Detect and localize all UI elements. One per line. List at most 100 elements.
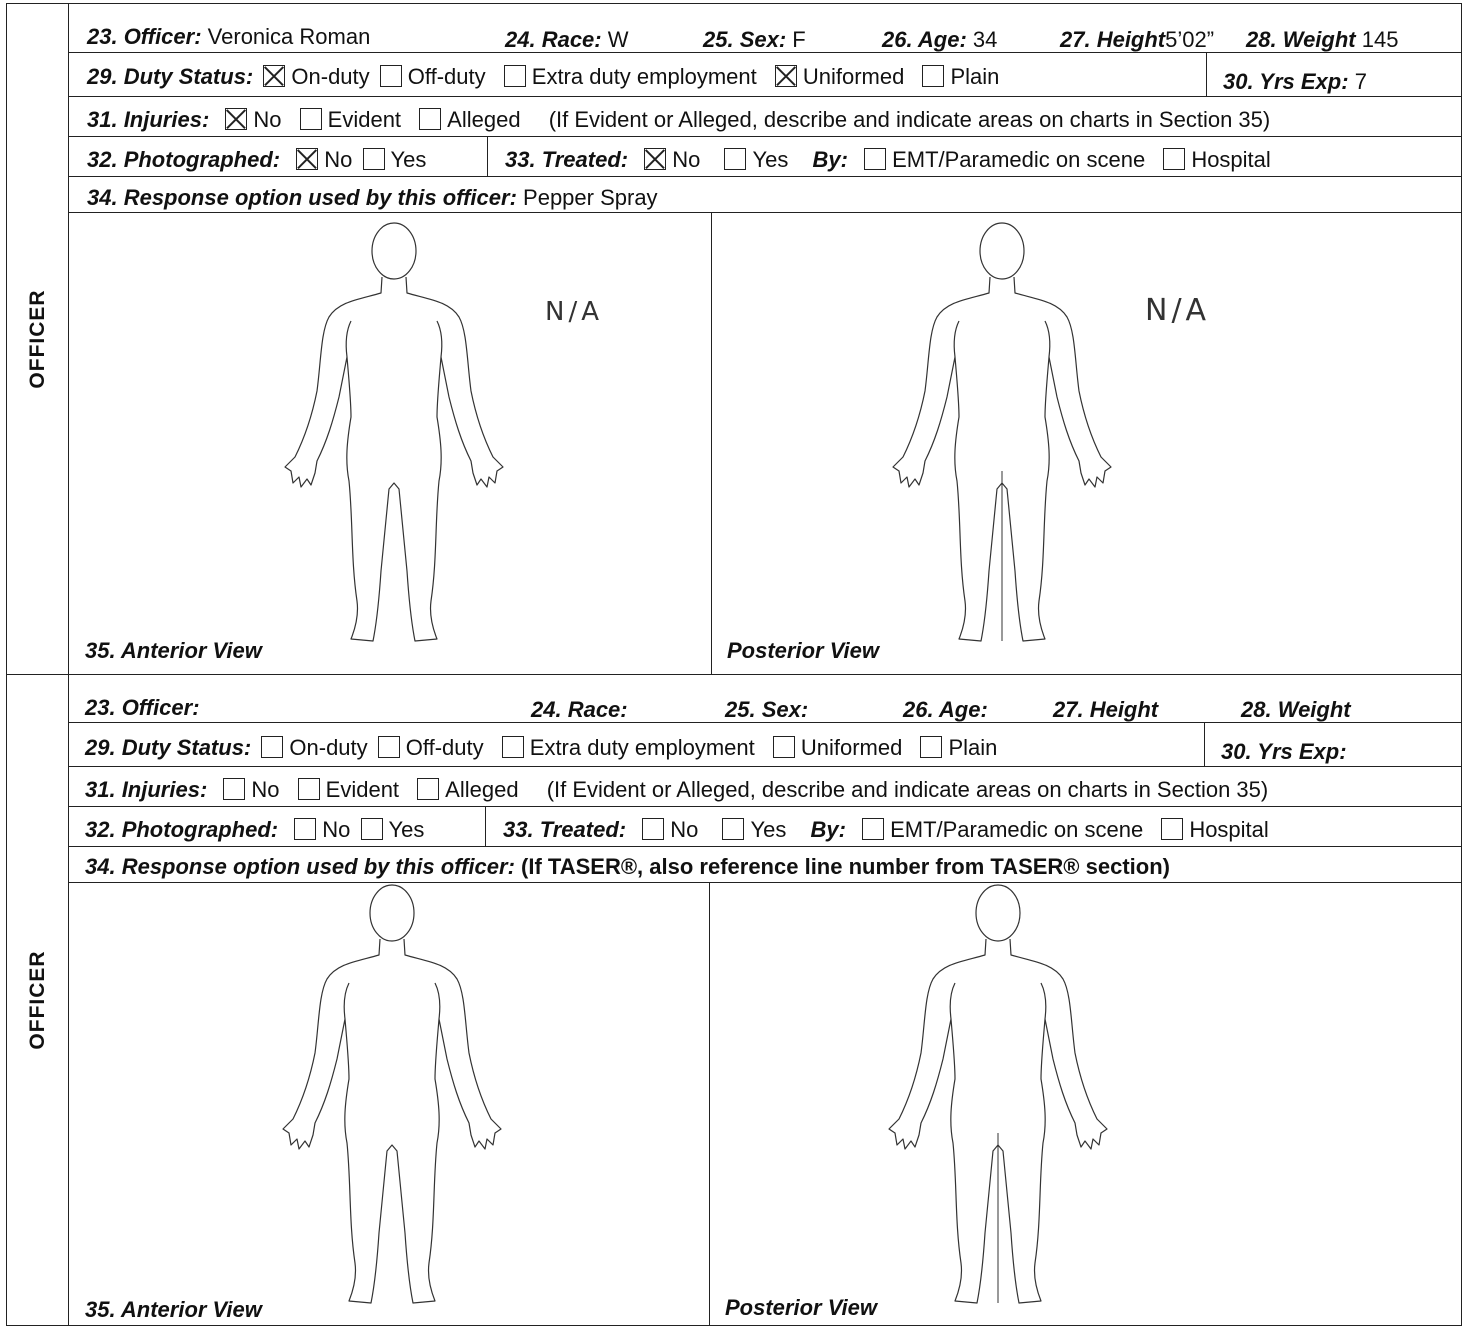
- weight-field[interactable]: 28. Weight: [1241, 699, 1351, 721]
- injuries-label: 31. Injuries:: [87, 107, 210, 132]
- height-label: 27. Height: [1060, 27, 1166, 52]
- sex-field[interactable]: 25. Sex: F: [703, 29, 806, 51]
- injuries-evident-label: Evident: [325, 777, 400, 802]
- photographed-no-checkbox[interactable]: [296, 148, 319, 170]
- yrs-exp-field[interactable]: 30. Yrs Exp: 7: [1223, 71, 1367, 93]
- sex-label: 25. Sex:: [725, 697, 809, 722]
- officer-side-label-box: OFFICER: [7, 4, 69, 674]
- treated-yes-checkbox[interactable]: [722, 818, 745, 840]
- height-field[interactable]: 27. Height: [1053, 699, 1158, 721]
- response-option-label: 34. Response option used by this officer…: [85, 854, 515, 879]
- weight-label: 28. Weight: [1241, 697, 1351, 722]
- anterior-view-panel[interactable]: 35. Anterior View: [69, 883, 710, 1325]
- race-value: W: [607, 27, 629, 52]
- uniformed-checkbox[interactable]: [774, 65, 797, 87]
- officer-side-label: OFFICER: [25, 950, 49, 1050]
- on-duty-checkbox[interactable]: [263, 65, 286, 87]
- duty-status-row: 29. Duty Status: On-duty Off-duty Extra …: [69, 53, 1461, 97]
- anterior-body-figure: [282, 884, 502, 1304]
- photographed-yes-label: Yes: [390, 147, 427, 172]
- photographed-no-label: No: [324, 147, 353, 172]
- officer-info-row: 23. Officer: Veronica Roman 24. Race: W …: [69, 4, 1461, 53]
- age-label: 26. Age:: [882, 27, 967, 52]
- plain-label: Plain: [950, 64, 1000, 89]
- treated-by-label: By:: [810, 817, 846, 842]
- off-duty-checkbox[interactable]: [379, 65, 402, 87]
- anterior-view-label: 35. Anterior View: [85, 1297, 262, 1322]
- plain-checkbox[interactable]: [920, 736, 943, 758]
- photographed-yes-checkbox[interactable]: [360, 818, 383, 840]
- row-divider: [1204, 723, 1205, 766]
- on-duty-label: On-duty: [291, 64, 370, 89]
- off-duty-checkbox[interactable]: [377, 736, 400, 758]
- emt-checkbox[interactable]: [862, 818, 885, 840]
- photo-treated-row: 32. Photographed: No Yes 33. Treated: No…: [69, 807, 1461, 847]
- photographed-no-checkbox[interactable]: [294, 818, 317, 840]
- injuries-evident-checkbox[interactable]: [299, 108, 322, 130]
- officer-name-field[interactable]: 23. Officer: Veronica Roman: [87, 26, 370, 48]
- age-field[interactable]: 26. Age: 34: [882, 29, 997, 51]
- height-label: 27. Height: [1053, 697, 1159, 722]
- officer-section-2: OFFICER 23. Officer: 24. Race: 25. Sex: …: [6, 674, 1462, 1326]
- posterior-view-panel[interactable]: N/A Posterior View: [711, 213, 1461, 674]
- injuries-note: (If Evident or Alleged, describe and ind…: [546, 777, 1269, 802]
- hospital-checkbox[interactable]: [1163, 148, 1186, 170]
- extra-duty-checkbox[interactable]: [501, 736, 524, 758]
- officer-label: 23. Officer:: [85, 695, 200, 720]
- treated-no-checkbox[interactable]: [642, 818, 665, 840]
- emt-label: EMT/Paramedic on scene: [892, 147, 1146, 172]
- race-label: 24. Race:: [505, 27, 602, 52]
- anterior-body-figure: [284, 222, 504, 642]
- officer-label: 23. Officer:: [87, 24, 202, 49]
- treated-no-checkbox[interactable]: [644, 148, 667, 170]
- injuries-no-checkbox[interactable]: [223, 778, 246, 800]
- age-field[interactable]: 26. Age:: [903, 699, 988, 721]
- officer-name-field[interactable]: 23. Officer:: [85, 697, 200, 719]
- injuries-group: 31. Injuries: No Evident Alleged (If Evi…: [87, 108, 1270, 131]
- injuries-alleged-label: Alleged: [445, 777, 519, 802]
- injuries-alleged-checkbox[interactable]: [419, 108, 442, 130]
- injuries-row: 31. Injuries: No Evident Alleged (If Evi…: [69, 97, 1461, 137]
- sex-value: F: [792, 27, 806, 52]
- posterior-view-panel[interactable]: Posterior View: [709, 883, 1461, 1325]
- duty-status-group: 29. Duty Status: On-duty Off-duty Extra …: [87, 65, 999, 88]
- injury-chart-area: N/A 35. Anterior View N/A Posterior View: [69, 213, 1461, 674]
- injuries-evident-checkbox[interactable]: [297, 778, 320, 800]
- on-duty-checkbox[interactable]: [261, 736, 284, 758]
- photographed-group: 32. Photographed: No Yes: [85, 818, 424, 841]
- uniformed-checkbox[interactable]: [772, 736, 795, 758]
- anterior-view-panel[interactable]: N/A 35. Anterior View: [69, 213, 712, 674]
- injuries-evident-label: Evident: [327, 107, 402, 132]
- sex-field[interactable]: 25. Sex:: [725, 699, 808, 721]
- yrs-exp-field[interactable]: 30. Yrs Exp:: [1221, 741, 1347, 763]
- extra-duty-checkbox[interactable]: [503, 65, 526, 87]
- injuries-alleged-checkbox[interactable]: [417, 778, 440, 800]
- weight-value: 145: [1361, 27, 1399, 52]
- emt-checkbox[interactable]: [864, 148, 887, 170]
- injuries-group: 31. Injuries: No Evident Alleged (If Evi…: [85, 778, 1268, 801]
- duty-status-row: 29. Duty Status: On-duty Off-duty Extra …: [69, 723, 1461, 767]
- height-field[interactable]: 27. Height5’02”: [1060, 29, 1214, 51]
- treated-yes-label: Yes: [750, 817, 787, 842]
- row-divider: [485, 807, 486, 846]
- injuries-no-checkbox[interactable]: [225, 108, 248, 130]
- race-field[interactable]: 24. Race: W: [505, 29, 629, 51]
- duty-status-group: 29. Duty Status: On-duty Off-duty Extra …: [85, 736, 997, 759]
- hospital-checkbox[interactable]: [1161, 818, 1184, 840]
- treated-yes-checkbox[interactable]: [724, 148, 747, 170]
- response-option-field[interactable]: 34. Response option used by this officer…: [87, 187, 658, 209]
- photographed-group: 32. Photographed: No Yes: [87, 148, 426, 171]
- injuries-no-label: No: [253, 107, 282, 132]
- photographed-no-label: No: [322, 817, 351, 842]
- photographed-yes-checkbox[interactable]: [362, 148, 385, 170]
- weight-field[interactable]: 28. Weight 145: [1246, 29, 1398, 51]
- extra-duty-label: Extra duty employment: [531, 64, 757, 89]
- plain-checkbox[interactable]: [922, 65, 945, 87]
- extra-duty-label: Extra duty employment: [529, 735, 755, 760]
- officer-info-row: 23. Officer: 24. Race: 25. Sex: 26. Age:…: [69, 675, 1461, 723]
- race-field[interactable]: 24. Race:: [531, 699, 628, 721]
- injuries-row: 31. Injuries: No Evident Alleged (If Evi…: [69, 767, 1461, 807]
- response-option-field[interactable]: 34. Response option used by this officer…: [85, 856, 1170, 878]
- row-divider: [1206, 53, 1207, 96]
